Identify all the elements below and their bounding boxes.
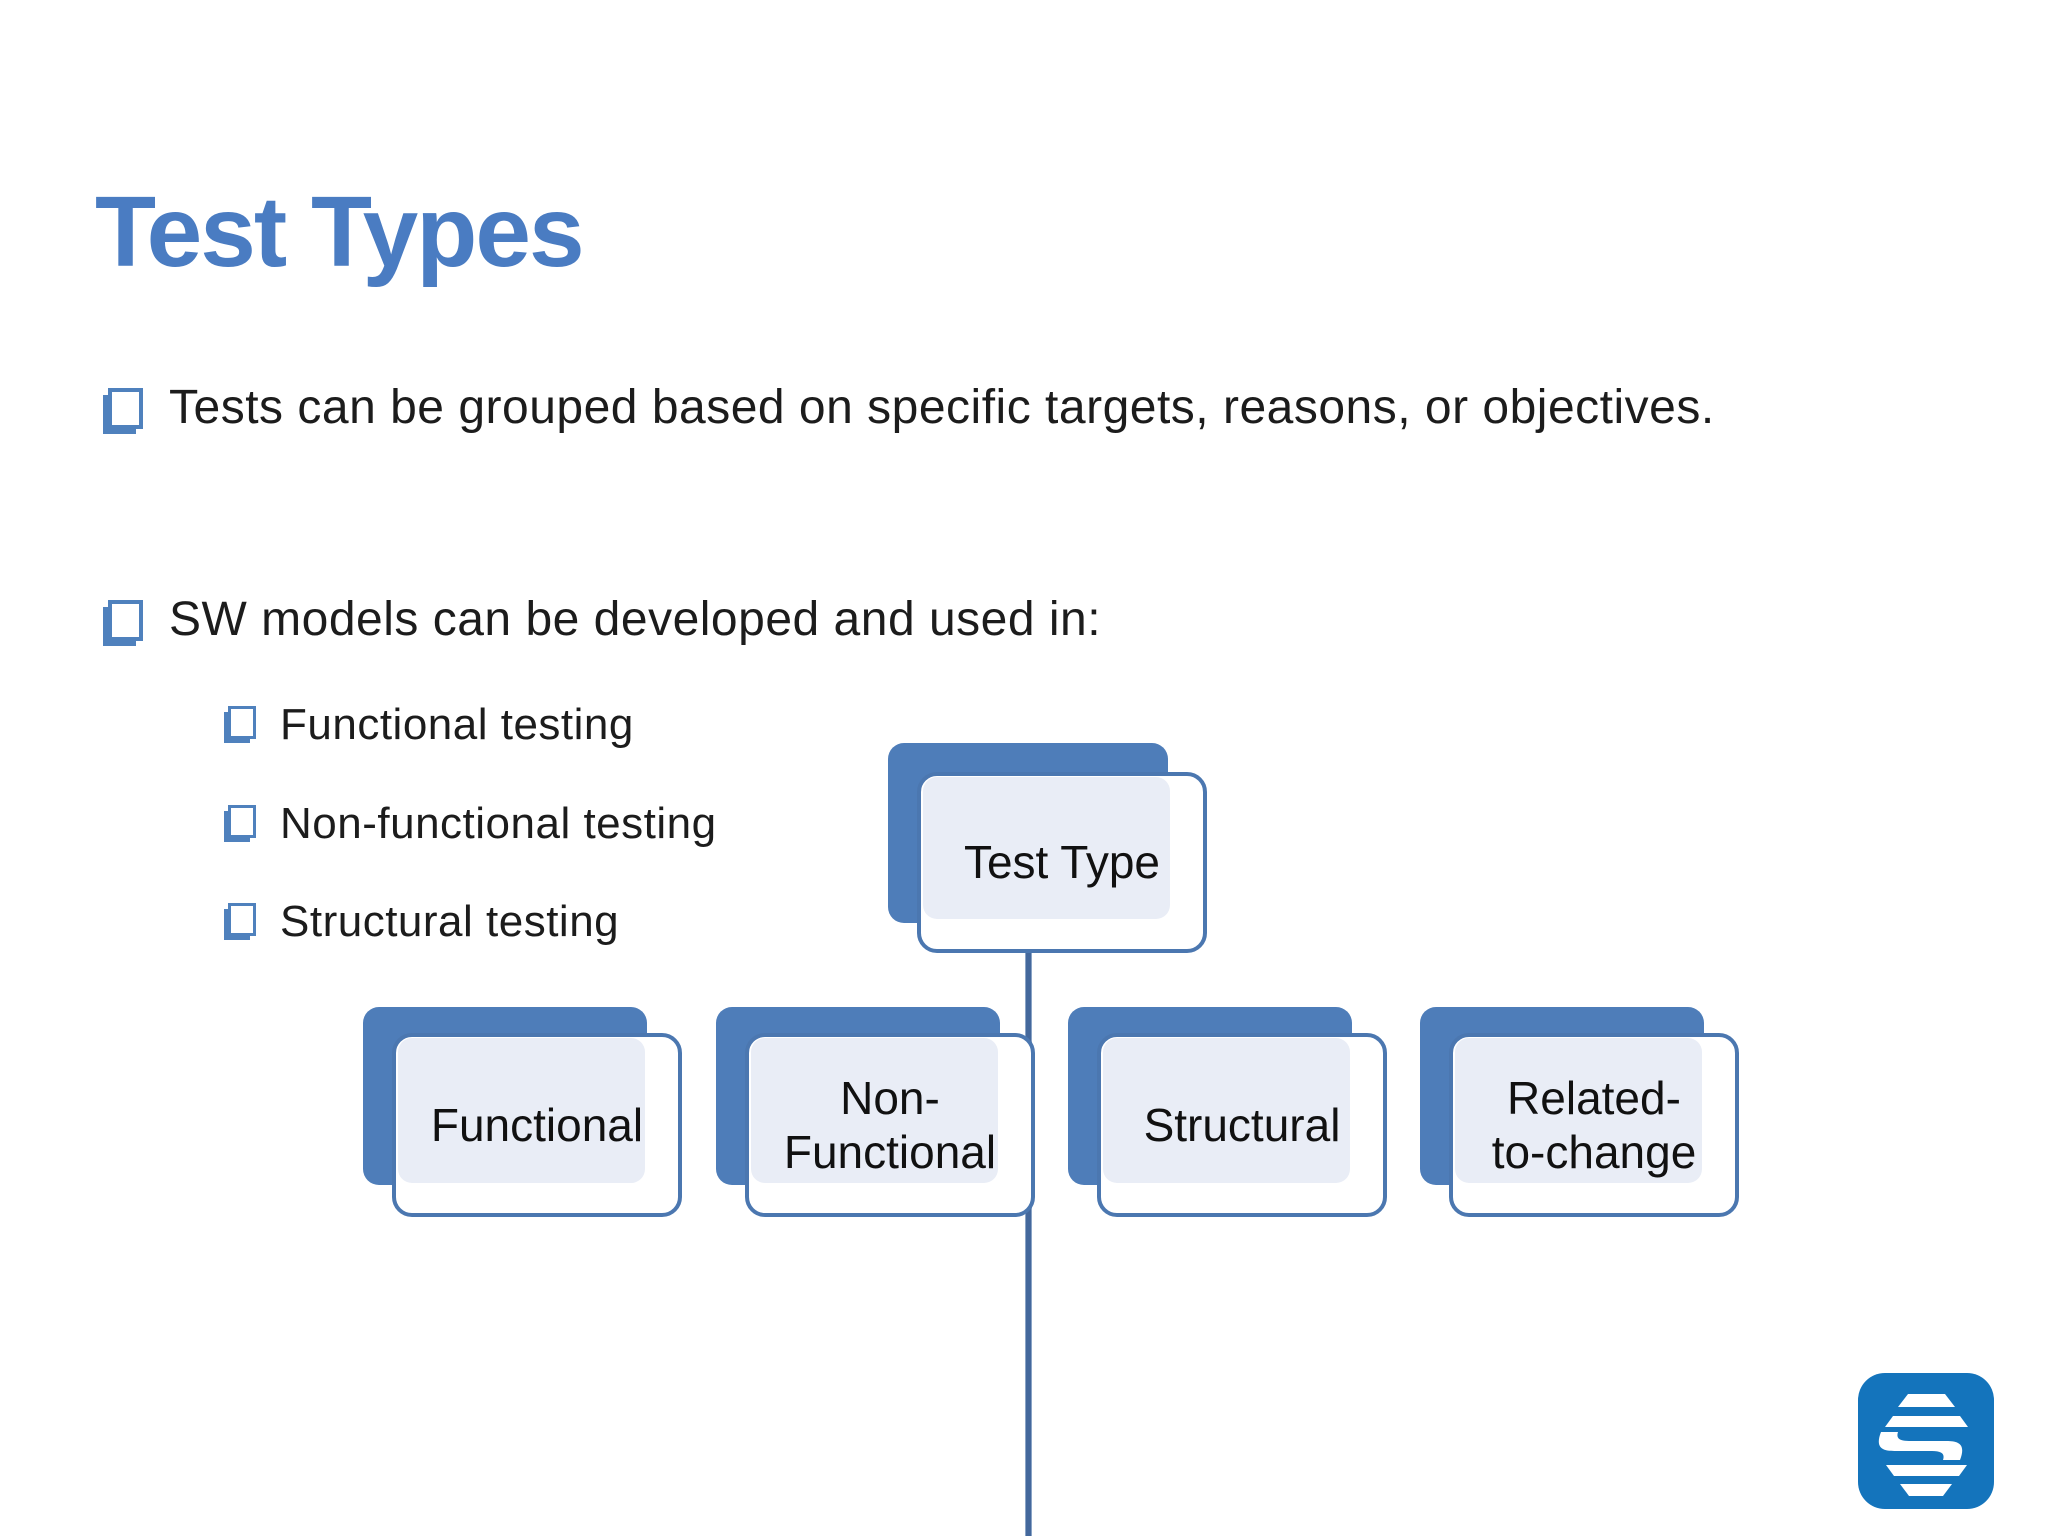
sub-bullet-item: Functional testing [224, 697, 634, 752]
shadowed-square-bullet-icon [228, 706, 256, 739]
sub-bullet-text: Structural testing [280, 897, 620, 946]
node-panel [751, 1038, 998, 1183]
node-box: Functional [392, 1033, 682, 1217]
node-box: Structural [1097, 1033, 1387, 1217]
node-label: Test Type [963, 836, 1161, 889]
node-label: Structural [1143, 1098, 1341, 1151]
page-title: Test Types [95, 176, 585, 288]
sub-bullet-text: Non-functional testing [280, 799, 717, 848]
node-box: Non- Functional [745, 1033, 1035, 1217]
node-panel [1103, 1038, 1350, 1183]
node-box: Test Type [917, 772, 1207, 953]
shadowed-square-bullet-icon [108, 600, 143, 641]
node-label: Functional [430, 1098, 644, 1151]
bullet-item: SW models can be developed and used in: [100, 590, 2000, 650]
diagram-node-test-type: Test Type [888, 743, 1208, 958]
connector-line [1025, 948, 1032, 1536]
sub-bullet-item: Non-functional testing [224, 796, 717, 851]
node-label: Related- to-change [1491, 1071, 1697, 1178]
blue-globe-s-logo-icon [1858, 1373, 1994, 1509]
node-box: Related- to-change [1449, 1033, 1739, 1217]
diagram-node-non-functional: Non- Functional [716, 1007, 1036, 1222]
bullet-text: SW models can be developed and used in: [169, 593, 1102, 646]
shadowed-square-bullet-icon [228, 805, 256, 838]
bullet-text: Tests can be grouped based on specific t… [169, 381, 1715, 434]
sub-bullet-item: Structural testing [224, 894, 619, 949]
shadowed-square-bullet-icon [228, 903, 256, 936]
bullet-item: Tests can be grouped based on specific t… [100, 378, 2000, 438]
diagram-node-related-to-change: Related- to-change [1420, 1007, 1740, 1222]
sub-bullet-text: Functional testing [280, 700, 634, 749]
node-panel [923, 777, 1170, 919]
node-label: Non- Functional [783, 1071, 997, 1178]
node-panel [1455, 1038, 1702, 1183]
diagram-node-structural: Structural [1068, 1007, 1388, 1222]
diagram-node-functional: Functional [363, 1007, 683, 1222]
node-panel [398, 1038, 645, 1183]
shadowed-square-bullet-icon [108, 388, 143, 429]
